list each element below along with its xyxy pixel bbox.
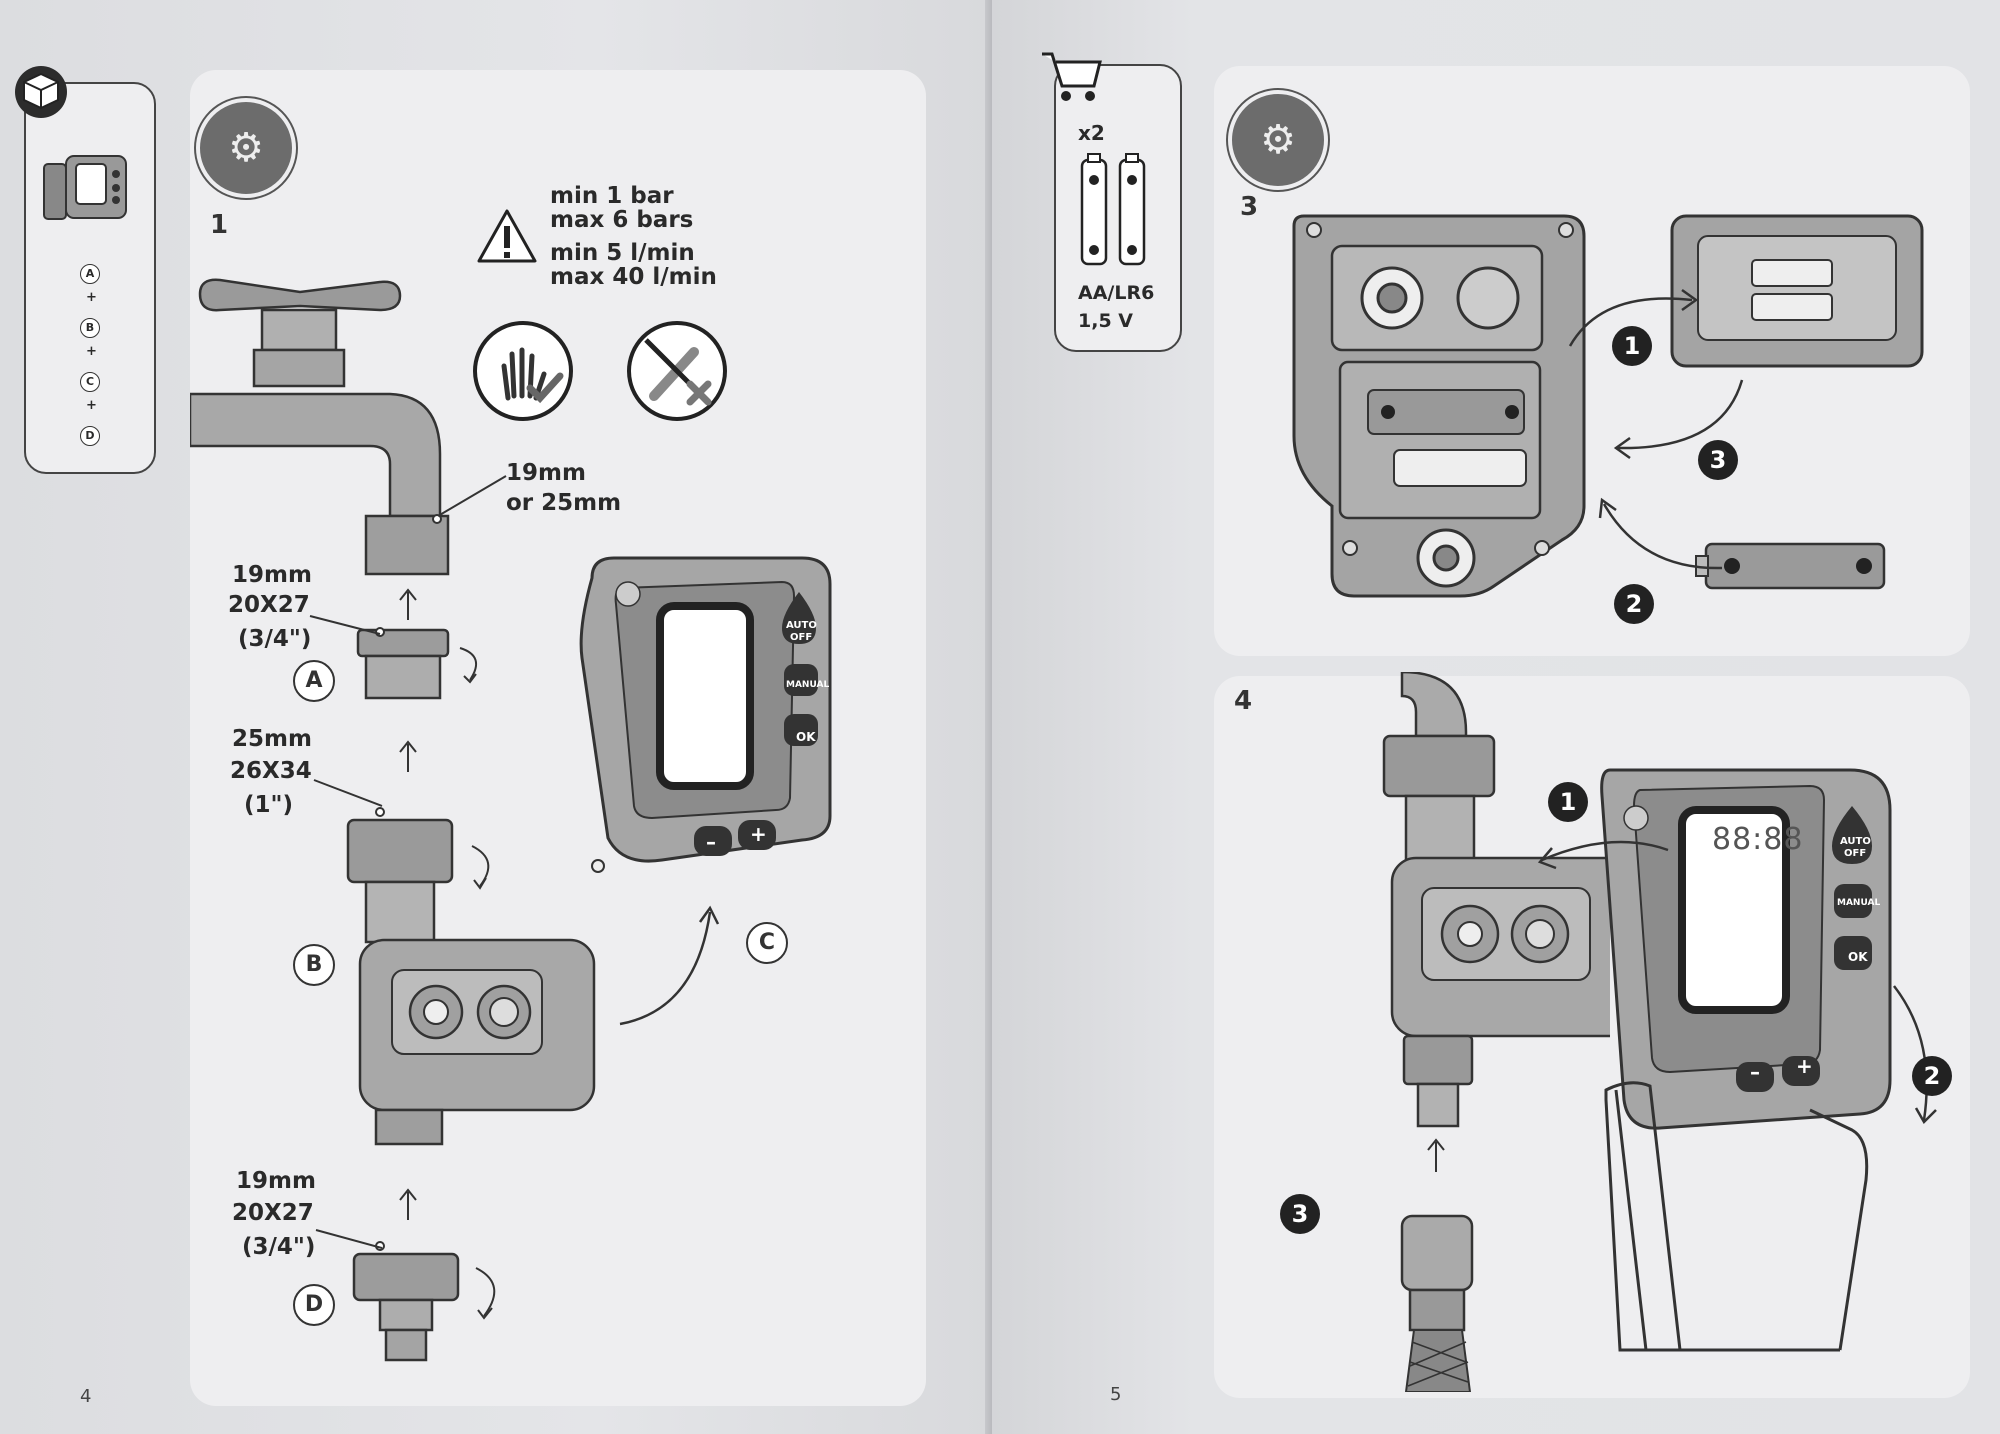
manual-label: MANUAL [1837,898,1881,908]
no-wrench-icon [627,321,727,421]
part-d-size2: 20X27 [232,1200,314,1226]
page-number-right: 5 [1110,1384,1122,1405]
ok-button[interactable] [784,714,818,746]
hand-tighten-ok-icon [473,321,573,421]
manual-label: MANUAL [786,680,830,690]
left-page: A + B + C + D ⚙ 1 min 1 bar max 6 bars m… [0,0,992,1434]
contents-letter-c: C [80,372,100,392]
tap-size-line1: 19mm [506,460,586,486]
part-d-size1: 19mm [236,1168,316,1194]
step4-callout-2: 2 [1912,1056,1952,1096]
tap-drawing [190,278,450,576]
part-b-callout-line [313,779,383,807]
ok-label: OK [1848,950,1868,964]
adapter-d-drawing [352,1241,496,1362]
adapter-a-drawing [356,627,478,700]
arrow-up [399,740,417,772]
part-d-letter: D [293,1284,335,1326]
timer-device-mounted-drawing [1600,768,1892,1352]
part-b-size1: 25mm [232,726,312,752]
manual-button[interactable] [1834,884,1872,918]
battery-type: AA/LR6 [1078,282,1155,304]
tools-icon: ⚙ [196,98,296,198]
part-a-size2: 20X27 [228,592,310,618]
box-open-icon [15,66,67,118]
adapter-b-body-drawing [346,807,596,1146]
tools-icon: ⚙ [1228,90,1328,190]
part-d-callout-line [315,1229,383,1249]
timer-device-drawing [579,556,832,873]
warning-icon [477,209,537,263]
battery-compartment-drawing [1292,214,1586,598]
tap-size-line2: or 25mm [506,490,622,516]
auto-label: AUTO [786,620,817,631]
minus-button[interactable] [1736,1062,1774,1092]
part-a-size1: 19mm [232,562,312,588]
arrow-up [399,1188,417,1220]
part-b-size2: 26X34 [230,758,312,784]
manual-button[interactable] [784,664,818,696]
step3-arrows [1568,288,1744,570]
step3-callout-2: 2 [1614,584,1654,624]
minus-button[interactable] [694,826,732,856]
minus-label: – [706,830,716,854]
step4-arrows [1537,840,1937,1125]
contents-plus: + [86,398,97,413]
part-a-letter: A [293,660,335,702]
plus-label: + [1796,1054,1813,1078]
contents-letter-d: D [80,426,100,446]
step3-number: 3 [1240,192,1259,222]
step3-callout-3: 3 [1698,440,1738,480]
battery-box [1054,64,1182,352]
page-number-left: 4 [80,1386,92,1407]
step3-callout-1: 1 [1612,326,1652,366]
plus-button[interactable] [738,820,776,850]
off-label: OFF [1844,848,1867,859]
part-b-size3: (1") [244,792,294,818]
plus-label: + [750,822,767,846]
shopping-cart-icon [1042,52,1102,101]
contents-letter-a: A [80,264,100,284]
step1-number: 1 [210,210,229,240]
contents-box: A + B + C + D [24,82,156,474]
part-b-letter: B [293,944,335,986]
auto-off-button[interactable] [782,592,816,644]
contents-plus: + [86,344,97,359]
contents-plus: + [86,290,97,305]
ok-button[interactable] [1834,936,1872,970]
pressure-min: min 1 bar [550,183,674,209]
auto-label: AUTO [1840,836,1871,847]
timer-thumbnail-icon [43,155,127,220]
tap-valve-drawing [1382,672,1610,1392]
battery-icon [1080,153,1146,266]
plus-button[interactable] [1782,1056,1820,1086]
part-c-letter: C [746,922,788,964]
lcd-display: 88:88 [1712,822,1804,857]
step4-number: 4 [1234,686,1253,716]
battery-voltage: 1,5 V [1078,310,1133,332]
part-a-callout-line [309,615,381,635]
step4-callout-1: 1 [1548,782,1588,822]
part-a-size3: (3/4") [238,626,312,652]
minus-label: – [1750,1060,1760,1084]
step4-callout-3: 3 [1280,1194,1320,1234]
off-label: OFF [790,632,813,643]
pressure-max: max 6 bars [550,207,694,233]
arrow-to-c [619,905,720,1026]
battery-quantity: x2 [1078,121,1105,145]
tap-callout-line [437,475,507,517]
battery-cover-drawing [1670,214,1924,368]
ok-label: OK [796,730,816,744]
contents-letter-b: B [80,318,100,338]
right-page: x2 AA/LR6 1,5 V ⚙ 3 [992,0,2000,1434]
auto-off-button[interactable] [1832,806,1872,864]
flow-min: min 5 l/min [550,240,695,266]
part-d-size3: (3/4") [242,1234,316,1260]
flow-max: max 40 l/min [550,264,717,290]
arrow-up [399,588,417,620]
